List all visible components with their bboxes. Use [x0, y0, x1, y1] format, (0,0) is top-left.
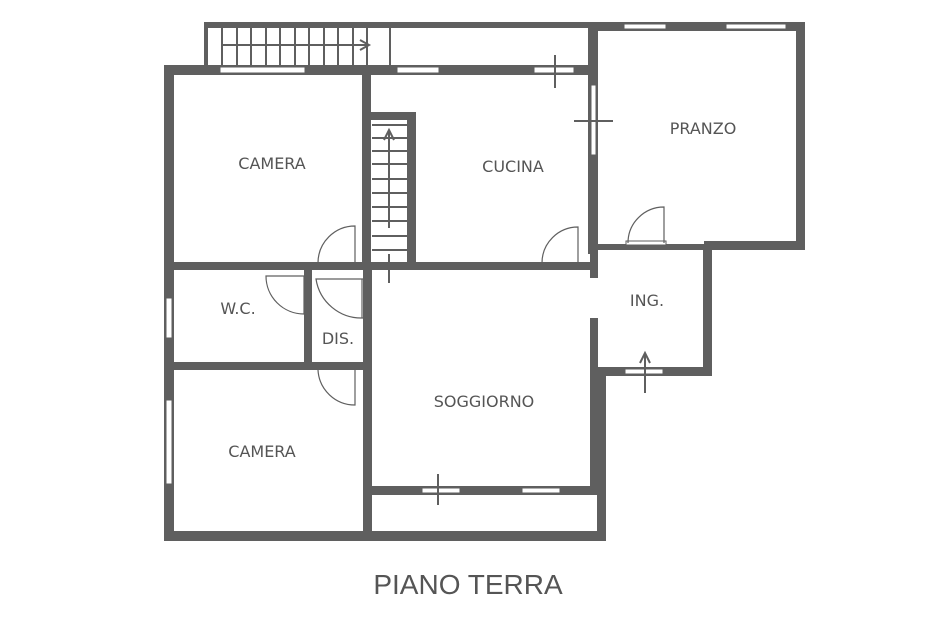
room-label-wc: W.C.: [220, 299, 255, 318]
room-label-camera-top: CAMERA: [238, 154, 306, 173]
room-label-cucina: CUCINA: [482, 157, 544, 176]
staircase-inner: [372, 124, 407, 283]
room-label-dis: DIS.: [322, 329, 354, 348]
windows: [165, 23, 787, 505]
plan-title: PIANO TERRA: [373, 569, 563, 600]
walls: [164, 22, 805, 541]
room-label-pranzo: PRANZO: [670, 119, 737, 138]
room-labels: CAMERA CUCINA PRANZO W.C. DIS. ING. SOGG…: [220, 119, 736, 600]
staircase-top: [221, 28, 391, 66]
doors: [265, 206, 665, 406]
room-label-soggiorno: SOGGIORNO: [434, 392, 535, 411]
room-label-ing: ING.: [630, 291, 664, 310]
room-label-camera-bottom: CAMERA: [228, 442, 296, 461]
